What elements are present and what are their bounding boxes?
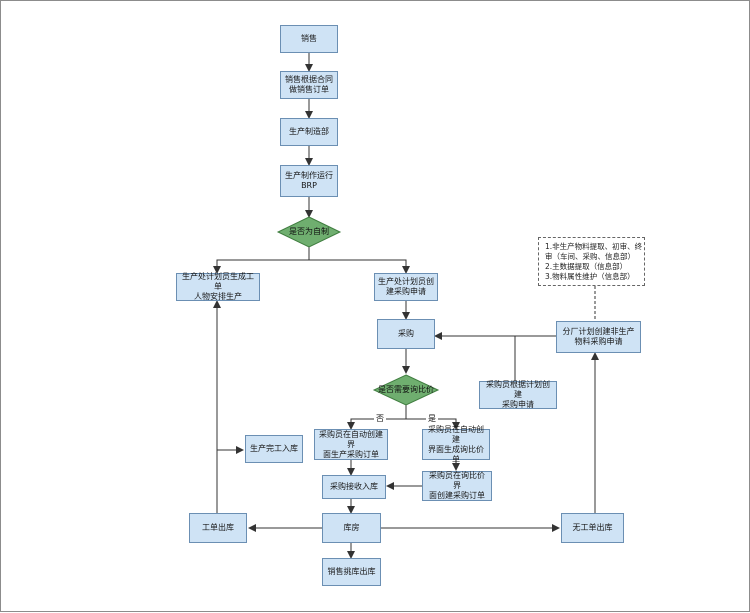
node-no-wo-issue: 无工单出库 [561,513,624,543]
node-receive-in: 采购接收入库 [322,475,386,499]
node-branch-nonprod-request: 分厂计划创建非生产 物料采购申请 [556,321,641,353]
note-line-2: 审（车间、采购、信息部） [545,252,635,261]
node-purchase-request: 生产处计划员创 建采购申请 [374,273,438,301]
edge-selfmade-left [213,247,310,274]
note-box: 1.非生产物料提取、初审、终 审（车间、采购、信息部） 2.主数据提取（信息部）… [538,237,645,286]
node-auto-rfq-yes: 采购员在自动创建 界面生成询比价单 [422,425,490,464]
edge-label-yes: 是 [426,414,438,424]
node-work-order: 生产处计划员生成工单 人物安排生产 [176,272,260,301]
decision-need-rfq-label: 是否需要询比价 [378,385,434,394]
edge-selfmade-right [308,247,410,274]
node-sales-pick: 销售挑库出库 [322,558,381,586]
decision-self-made-label: 是否为自制 [289,227,329,236]
edge-label-no: 否 [374,414,386,424]
node-rfq-po: 采购员在询比价界 面创建采购订单 [422,471,492,501]
node-buyer-plan-request: 采购员根据计划创建 采购申请 [479,380,557,409]
node-sales: 销售 [280,25,338,53]
node-production-dept: 生产制造部 [280,118,338,146]
decision-need-rfq-shape [372,374,440,406]
node-wo-issue: 工单出库 [189,513,247,543]
node-sales-order: 销售根据合同 做销售订单 [280,71,338,99]
node-auto-po-no: 采购员在自动创建界 面生产采购订单 [314,429,388,460]
decision-self-made-shape [276,216,342,248]
node-brp: 生产制作运行 BRP [280,165,338,197]
node-finished-stock-in: 生产完工入库 [245,435,303,463]
note-line-4: 3.物料属性维护（信息部） [545,272,635,281]
note-line-3: 2.主数据提取（信息部） [545,262,628,271]
note-line-1: 1.非生产物料提取、初审、终 [545,242,643,251]
node-purchase: 采购 [377,319,435,349]
node-warehouse: 库房 [322,513,381,543]
